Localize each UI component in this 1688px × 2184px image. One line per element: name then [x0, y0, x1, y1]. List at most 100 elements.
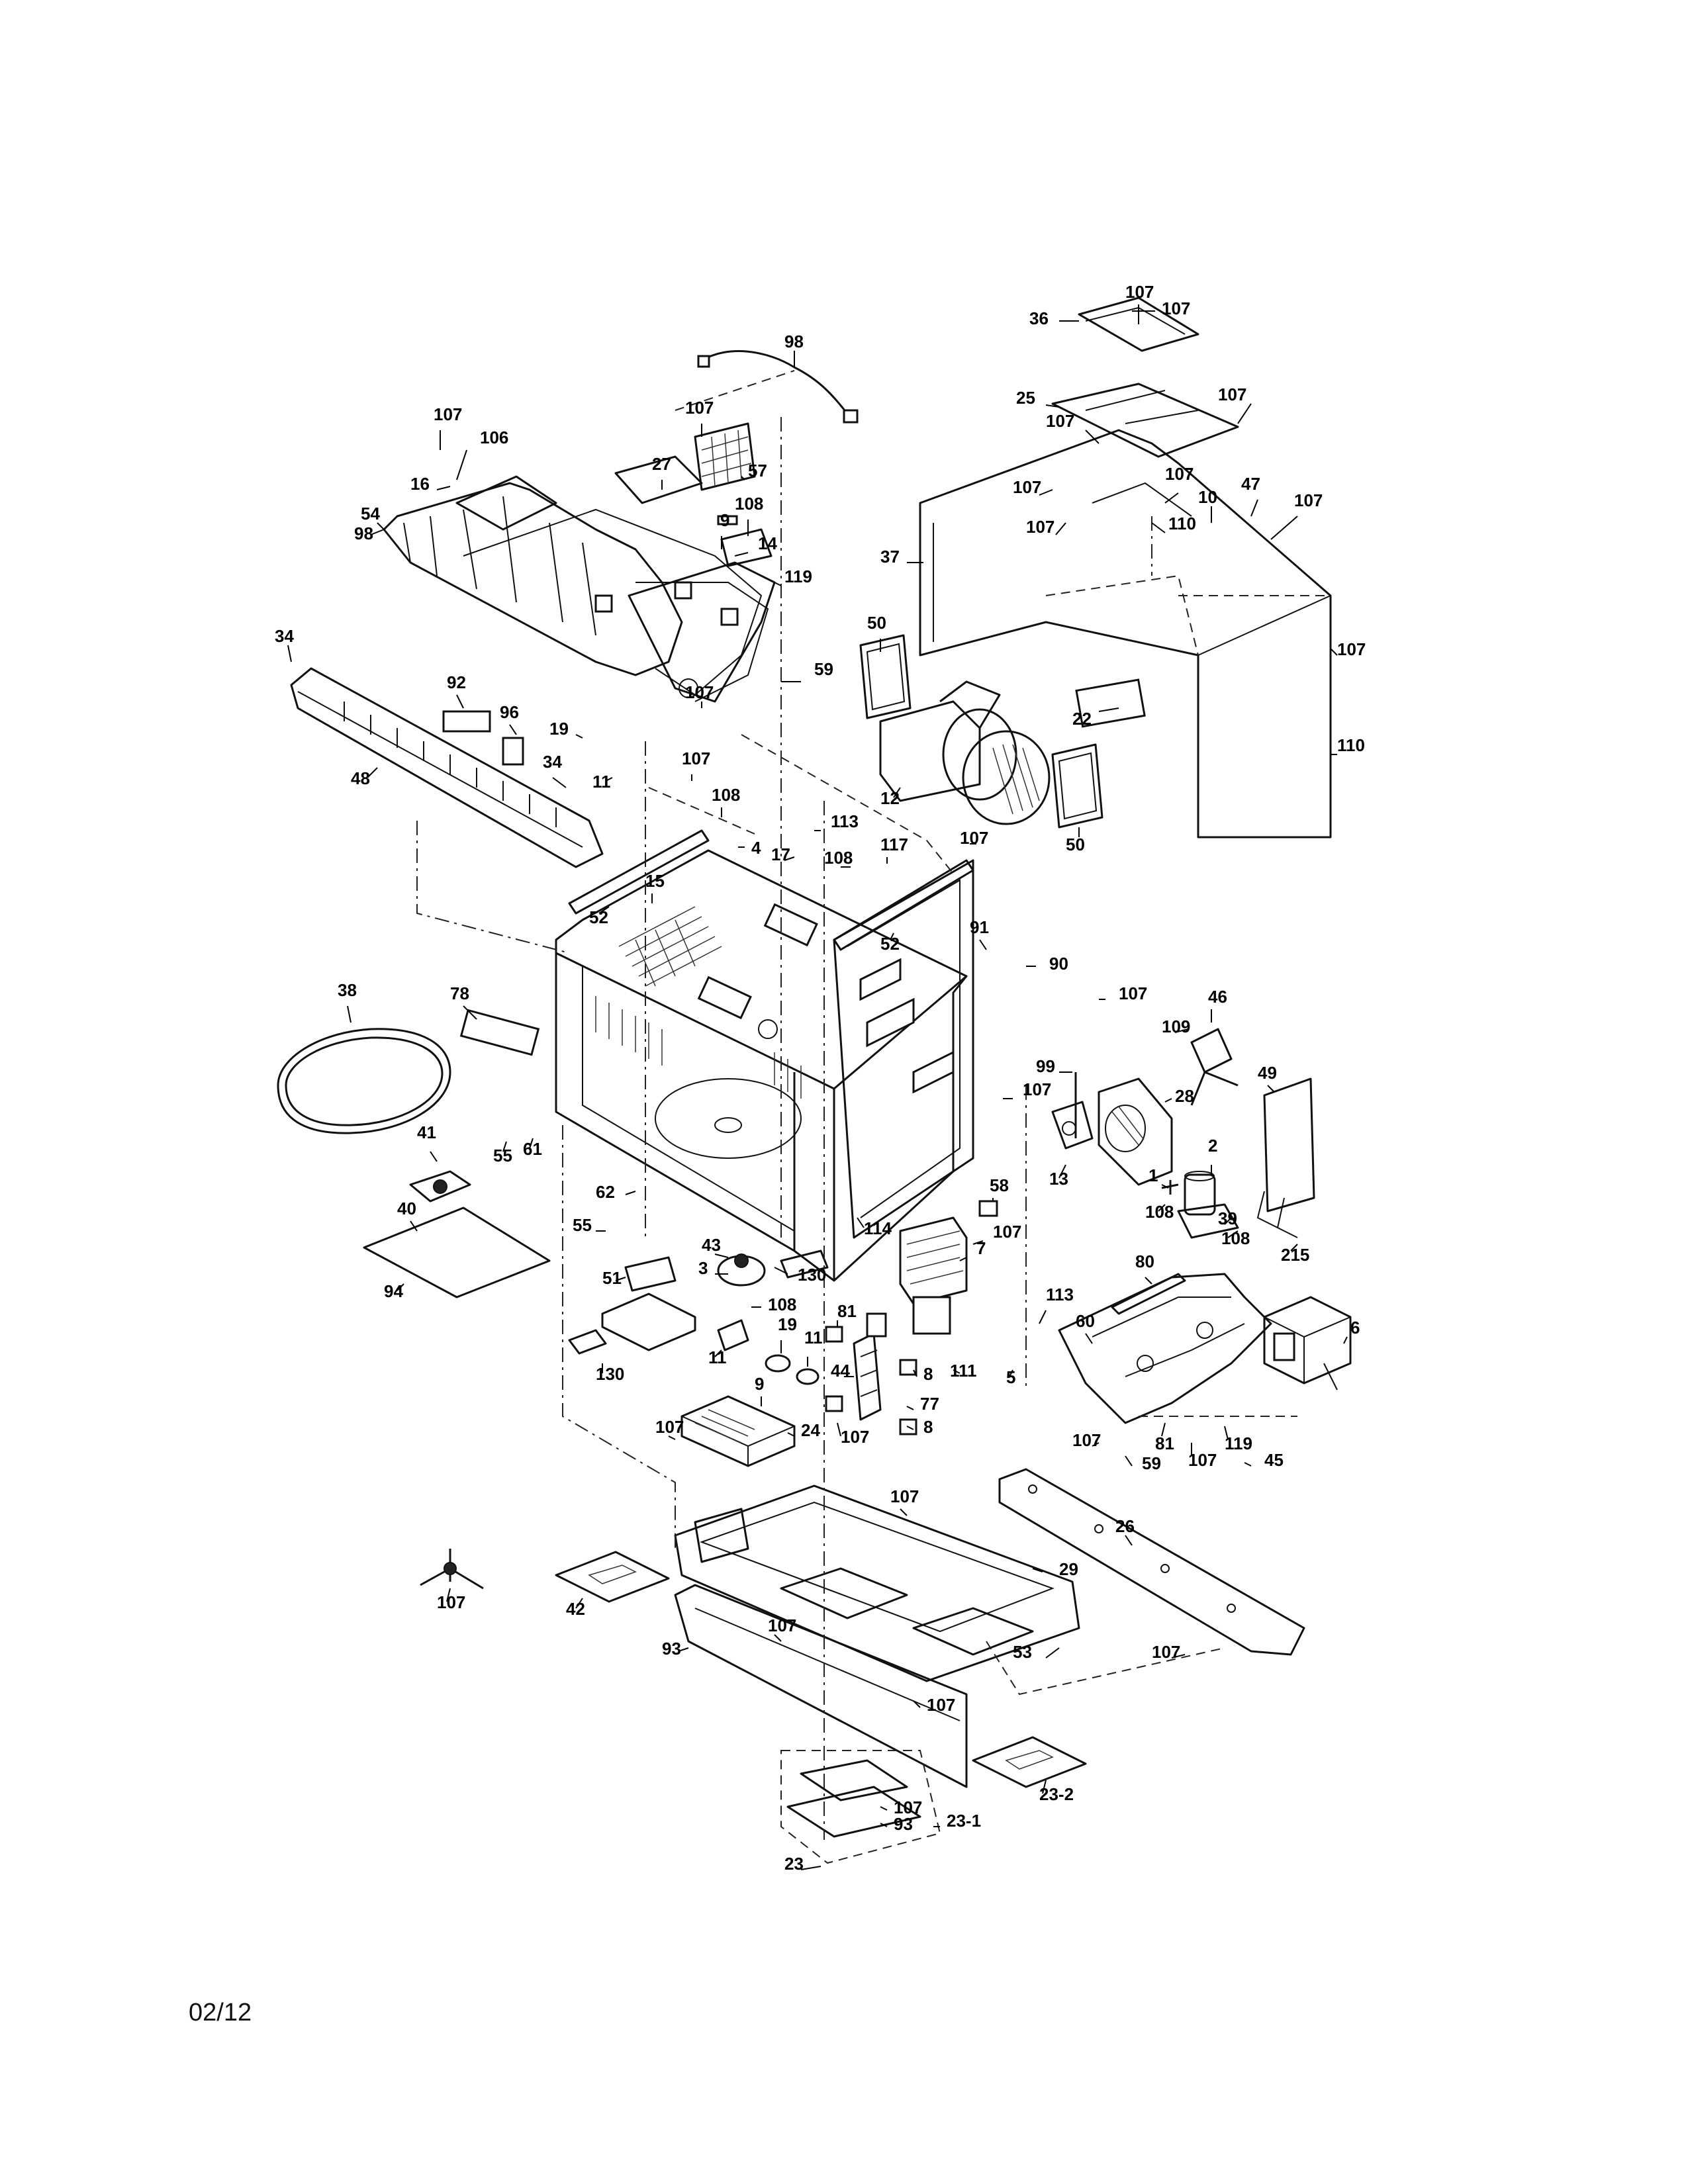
part-number-callout: 107 [655, 1417, 684, 1437]
callout-leader [598, 906, 610, 914]
callout-leader [906, 1426, 914, 1430]
part-number-callout: 108 [768, 1295, 796, 1314]
page-code: 02/12 [189, 1999, 252, 2026]
magnetron-7 [899, 1216, 968, 1335]
callout-leader [857, 1217, 865, 1228]
callout-leader [370, 529, 385, 535]
part-number-callout: 15 [645, 871, 665, 891]
part-number-callout: 14 [758, 533, 777, 553]
bracket-130-lower [568, 1329, 607, 1355]
part-number-callout: 28 [1175, 1086, 1194, 1106]
part-number-callout: 62 [596, 1182, 615, 1202]
top-support-plate [614, 422, 776, 703]
part-number-callout: 36 [1029, 308, 1049, 328]
turntable-support-42 [420, 1549, 484, 1590]
switch-81-upper [825, 1326, 843, 1343]
part-number-callout: 13 [1049, 1169, 1068, 1189]
part-number-callout: 10 [1198, 487, 1217, 507]
coupler-41 [409, 1170, 471, 1203]
callout-leader [1250, 499, 1258, 517]
callout-leader [1267, 1085, 1275, 1093]
callout-leader [972, 1240, 984, 1245]
part-number-callout: 110 [1168, 514, 1196, 533]
part-number-callout: 8 [923, 1417, 933, 1437]
part-number-callout: 59 [1142, 1453, 1161, 1473]
callout-leader [1092, 1442, 1100, 1447]
part-number-callout: 107 [1023, 1079, 1051, 1099]
rail-52-right [833, 859, 974, 951]
part-number-callout: 43 [702, 1235, 721, 1255]
part-number-callout: 107 [685, 398, 714, 418]
callout-leader [787, 1432, 795, 1437]
switch-8-upper [899, 1359, 917, 1376]
callout-leader [774, 1634, 782, 1642]
part-number-callout: 114 [864, 1218, 892, 1238]
part-number-callout: 119 [784, 567, 812, 586]
callout-leader [1174, 1028, 1189, 1033]
part-number-callout: 107 [685, 682, 714, 702]
right-frame [833, 859, 974, 1239]
part-number-callout: 9 [755, 1374, 764, 1394]
callout-leader [979, 939, 987, 950]
part-number-callout: 107 [1026, 517, 1055, 537]
callout-leader [410, 1220, 418, 1232]
part-number-callout: 107 [434, 404, 462, 424]
callout-leader [953, 1369, 961, 1374]
callout-leader [959, 1257, 967, 1261]
part-number-callout: 44 [831, 1361, 850, 1381]
part-number-callout: 27 [652, 454, 671, 474]
part-number-callout: 59 [814, 659, 833, 679]
part-number-callout: 93 [894, 1814, 913, 1834]
part-number-callout: 107 [993, 1222, 1021, 1242]
part-number-callout: 93 [662, 1639, 681, 1659]
callout-leader [1039, 1310, 1047, 1324]
callout-leader [678, 1647, 689, 1652]
part-number-callout: 109 [1162, 1017, 1190, 1036]
part-number-callout: 39 [1218, 1208, 1237, 1228]
callout-leader [1158, 1204, 1166, 1212]
part-number-callout: 96 [500, 702, 519, 722]
part-number-callout: 50 [1066, 835, 1085, 854]
callout-leader [605, 777, 613, 782]
callout-leader [1227, 1230, 1239, 1238]
part-number-callout: 19 [778, 1314, 797, 1334]
part-number-callout: 37 [880, 547, 900, 567]
part-number-callout: 23-2 [1039, 1784, 1074, 1804]
cover-40 [363, 1206, 551, 1298]
callout-leader [552, 777, 567, 788]
part-number-callout: 2 [1208, 1136, 1217, 1156]
transformer-6 [1263, 1296, 1352, 1390]
part-number-callout: 41 [417, 1122, 436, 1142]
cover-51 [624, 1256, 677, 1292]
callout-leader [774, 582, 782, 586]
callout-leader [625, 1191, 636, 1195]
part-number-callout: 90 [1049, 954, 1068, 974]
part-number-callout: 57 [748, 461, 767, 480]
high-voltage-transformer-cover-49 [1256, 1077, 1315, 1238]
part-number-callout: 58 [990, 1175, 1009, 1195]
part-number-callout: 107 [927, 1695, 955, 1715]
callout-leader [1098, 707, 1119, 712]
part-number-callout: 16 [410, 474, 430, 494]
gasket-50-lower [1051, 743, 1103, 829]
part-number-callout: 107 [437, 1592, 465, 1612]
callout-leader [900, 1508, 908, 1516]
callout-leader [784, 856, 795, 861]
callout-leader [1009, 1369, 1013, 1377]
blower-fan-12 [879, 680, 1051, 825]
callout-leader [575, 1598, 583, 1609]
rail-52-left [568, 829, 710, 915]
part-number-callout: 50 [867, 613, 886, 633]
callout-leader [837, 1422, 841, 1437]
part-number-callout: 94 [384, 1281, 403, 1301]
part-number-callout: 60 [1076, 1311, 1095, 1331]
part-number-callout: 113 [1046, 1285, 1074, 1304]
callout-leader [1125, 1535, 1133, 1546]
callout-leader [509, 724, 517, 735]
callout-leader [529, 1138, 534, 1149]
part-number-callout: 29 [1059, 1559, 1078, 1579]
callout-leader [1224, 1426, 1229, 1440]
fan-blade-46 [1190, 1028, 1239, 1106]
control-unit-24 [680, 1395, 796, 1467]
callout-leader [1171, 1654, 1186, 1659]
